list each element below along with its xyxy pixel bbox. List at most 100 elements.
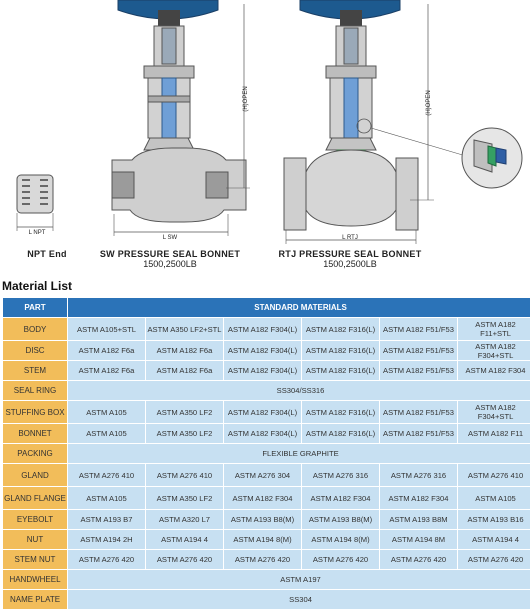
npt-end-caption: NPT End [12,249,82,259]
material-cell: ASTM A182 F304 [224,487,301,509]
material-cell: ASTM A276 316 [302,464,379,486]
material-cell: ASTM A182 F6a [146,361,223,380]
dim-h-rtj-label: (H)OPEN [426,90,432,116]
material-cell: ASTM A276 420 [68,550,145,569]
material-cell: ASTM A194 8(M) [224,530,301,549]
material-cell: ASTM A182 F304(L) [224,361,301,380]
material-cell: ASTM A193 B16 [458,510,530,529]
material-cell: ASTM A276 410 [68,464,145,486]
material-cell: ASTM A182 F316(L) [302,318,379,340]
material-cell: ASTM A276 410 [458,464,530,486]
part-cell: EYEBOLT [3,510,67,529]
material-cell: ASTM A194 8(M) [302,530,379,549]
material-cell: ASTM A193 B8(M) [224,510,301,529]
part-cell: NUT [3,530,67,549]
material-cell: ASTM A194 4 [458,530,530,549]
material-cell: ASTM A182 F316(L) [302,424,379,443]
material-cell: ASTM A182 F304+STL [458,401,530,423]
material-cell: ASTM A320 L7 [146,510,223,529]
material-cell: ASTM A350 LF2 [146,487,223,509]
material-cell: ASTM A193 B8M [380,510,457,529]
header-part: PART [3,298,67,317]
material-cell: ASTM A182 F304(L) [224,401,301,423]
material-cell: ASTM A194 8M [380,530,457,549]
material-cell: ASTM A194 4 [146,530,223,549]
dim-npt-label: L NPT [28,230,46,236]
part-cell: GLAND [3,464,67,486]
material-cell: ASTM A350 LF2 [146,424,223,443]
material-cell: ASTM A276 304 [224,464,301,486]
material-cell: ASTM A182 F304+STL [458,341,530,360]
part-cell: STUFFING BOX [3,401,67,423]
material-cell: ASTM A182 F316(L) [302,401,379,423]
material-cell: ASTM A276 410 [146,464,223,486]
section-title: Material List [2,279,73,293]
material-cell: FLEXIBLE GRAPHITE [68,444,530,463]
sw-valve-drawing [111,0,250,236]
material-cell: ASTM A105 [68,424,145,443]
dim-h-sw-label: (H)OPEN [243,86,249,112]
rtj-caption: RTJ PRESSURE SEAL BONNET 1500,2500LB [270,249,430,269]
material-cell: ASTM A182 F316(L) [302,341,379,360]
table-header-row: PART STANDARD MATERIALS [3,298,530,317]
material-cell: ASTM A182 F11 [458,424,530,443]
material-cell: ASTM A182 F6a [68,341,145,360]
material-cell: ASTM A350 LF2 [146,401,223,423]
material-cell: ASTM A276 420 [146,550,223,569]
material-cell: ASTM A276 420 [458,550,530,569]
material-cell: ASTM A182 F51/F53 [380,424,457,443]
part-cell: HANDWHEEL [3,570,67,589]
sw-caption: SW PRESSURE SEAL BONNET 1500,2500LB [90,249,250,269]
material-cell: ASTM A276 420 [302,550,379,569]
rtj-title: RTJ PRESSURE SEAL BONNET [278,249,422,259]
material-cell: ASTM A182 F304(L) [224,341,301,360]
material-cell: SS304/SS316 [68,381,530,400]
part-cell: BONNET [3,424,67,443]
valve-drawings [16,0,523,244]
material-cell: ASTM A182 F6a [146,341,223,360]
material-cell: ASTM A182 F11+STL [458,318,530,340]
material-cell: ASTM A276 316 [380,464,457,486]
dim-sw-label: L SW [162,235,178,241]
material-cell: ASTM A197 [68,570,530,589]
material-cell: ASTM A182 F304(L) [224,318,301,340]
material-cell: ASTM A182 F51/F53 [380,361,457,380]
material-cell: ASTM A182 F51/F53 [380,401,457,423]
material-cell: SS304 [68,590,530,609]
sw-class: 1500,2500LB [143,259,197,269]
material-cell: ASTM A182 F304 [458,361,530,380]
sw-title: SW PRESSURE SEAL BONNET [99,249,241,259]
material-cell: ASTM A182 F304(L) [224,424,301,443]
part-cell: STEM [3,361,67,380]
material-cell: ASTM A182 F316(L) [302,361,379,380]
part-cell: NAME PLATE [3,590,67,609]
material-cell: ASTM A105+STL [68,318,145,340]
part-cell: PACKING [3,444,67,463]
part-cell: DISC [3,341,67,360]
rtj-valve-drawing [283,0,523,244]
part-cell: BODY [3,318,67,340]
material-cell: ASTM A182 F51/F53 [380,318,457,340]
npt-end-title: NPT End [27,249,67,259]
material-cell: ASTM A194 2H [68,530,145,549]
material-cell: ASTM A105 [458,487,530,509]
material-cell: ASTM A182 F51/F53 [380,341,457,360]
part-cell: GLAND FLANGE [3,487,67,509]
material-cell: ASTM A193 B7 [68,510,145,529]
material-cell: ASTM A276 420 [224,550,301,569]
material-cell: ASTM A105 [68,401,145,423]
material-cell: ASTM A182 F6a [68,361,145,380]
